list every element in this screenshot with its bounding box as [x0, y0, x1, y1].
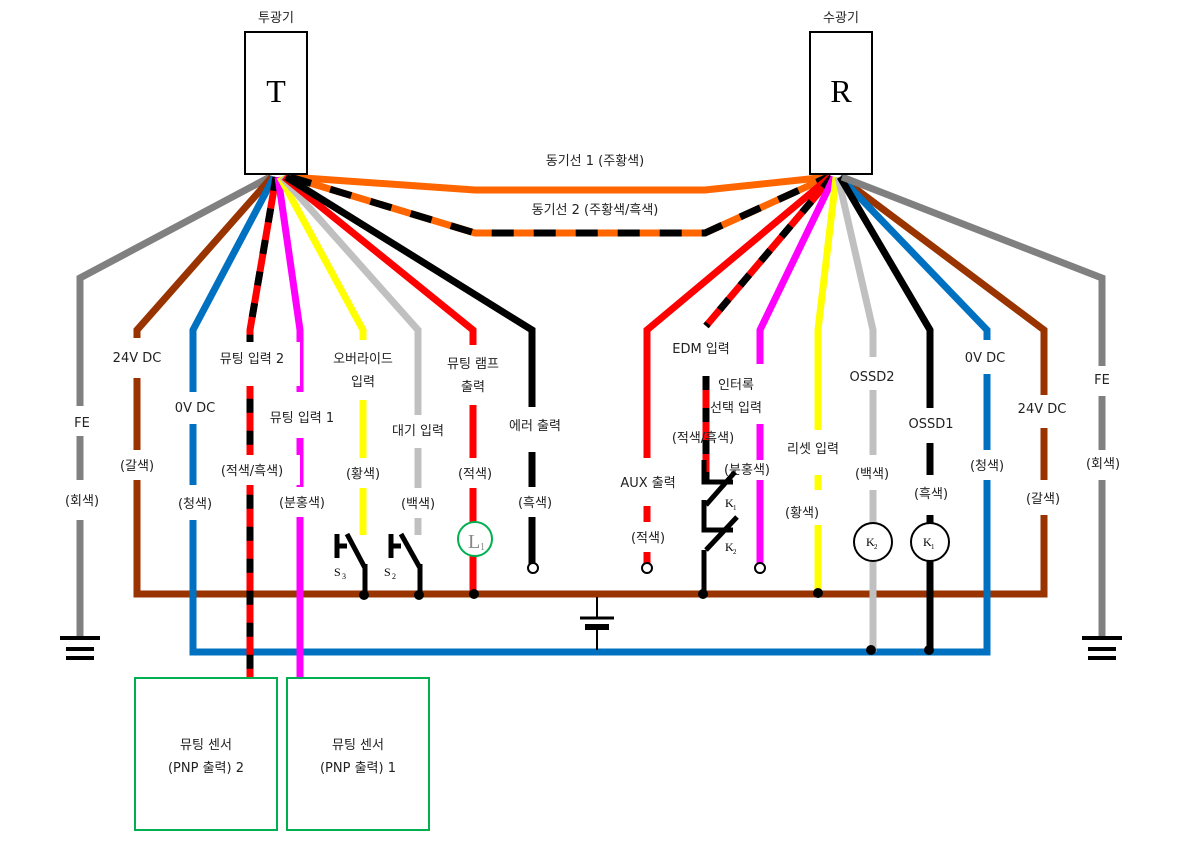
relay-k1: K 1 [910, 522, 950, 562]
label-muting-input-2-color: (적색/흑색) [221, 464, 283, 479]
junction-dots [359, 588, 934, 655]
relay-k1-label: K [923, 535, 932, 549]
ground-icon-left [60, 636, 100, 660]
label-fe-right-color: (회색) [1086, 457, 1120, 472]
label-fe-right: FE [1094, 373, 1110, 388]
emitter-unit: T [244, 31, 308, 175]
muting-lamp-l1: L 1 [457, 521, 493, 557]
label-edm-input-color: (적색/흑색) [672, 431, 734, 446]
relay-k1-sub: 1 [931, 543, 935, 551]
label-24v-right: 24V DC [1018, 402, 1067, 417]
receiver-wire-ossd2 [834, 176, 877, 652]
sensor-1-line2: (PNP 출력) 1 [320, 761, 396, 776]
label-override-1: 오버라이드 [333, 352, 393, 367]
emitter-wire-muting-lamp [281, 174, 477, 594]
edm-k1-sub: 1 [733, 504, 737, 512]
sensor-2-line1: 뮤팅 센서 [180, 738, 232, 753]
edm-k2-label: K [725, 540, 734, 554]
muting-sensor-1: 뮤팅 센서 (PNP 출력) 1 [286, 677, 430, 831]
label-standby-color: (백색) [401, 497, 435, 512]
receiver-title: 수광기 [823, 11, 859, 26]
ground-icon-right [1082, 636, 1122, 660]
label-24v-left: 24V DC [113, 351, 162, 366]
lamp-l1-sub: 1 [480, 542, 485, 553]
emitter-wire-standby [279, 174, 422, 535]
edm-contacts [701, 460, 739, 594]
edm-k2-sub: 2 [733, 548, 737, 556]
receiver-wire-interlock [756, 175, 838, 567]
label-ossd1-color: (흑색) [914, 487, 948, 502]
switch-s2-label: S [384, 565, 391, 579]
emitter-letter: T [266, 73, 286, 109]
receiver-unit: R [809, 31, 873, 175]
label-reset-input: 리셋 입력 [787, 442, 839, 457]
interlock-terminal [754, 562, 766, 574]
receiver-wire-reset [814, 176, 840, 594]
switch-s3 [334, 532, 368, 598]
lamp-l1-label: L [468, 531, 480, 553]
relay-k2: K 2 [853, 522, 893, 562]
emitter-wire-24v [133, 174, 1048, 598]
label-interlock-2: 선택 입력 [710, 401, 762, 416]
label-muting-input-1: 뮤팅 입력 1 [270, 411, 334, 426]
label-muting-lamp-color: (적색) [458, 467, 492, 482]
error-output-terminal [527, 562, 539, 574]
emitter-title: 투광기 [258, 11, 294, 26]
receiver-letter: R [830, 73, 852, 109]
label-24v-right-color: (갈색) [1026, 492, 1060, 507]
label-error-output-color: (흑색) [518, 496, 552, 511]
sync-line-1 [289, 173, 829, 194]
sync-line-2 [288, 173, 830, 237]
label-override-2: 입력 [351, 375, 375, 390]
label-0v-right-color: (청색) [970, 459, 1004, 474]
label-edm-input: EDM 입력 [672, 342, 730, 357]
label-fe-left: FE [74, 416, 90, 431]
label-0v-right: 0V DC [965, 351, 1005, 366]
edm-k1-label: K [725, 496, 734, 510]
relay-k2-label: K [866, 535, 875, 549]
label-0v-left: 0V DC [175, 401, 215, 416]
sync-line-2-label: 동기선 2 (주황색/흑색) [532, 203, 659, 218]
label-muting-lamp-2: 출력 [461, 380, 485, 395]
label-fe-left-color: (회색) [65, 494, 99, 509]
muting-sensor-2: 뮤팅 센서 (PNP 출력) 2 [134, 677, 278, 831]
label-muting-input-1-color: (분홍색) [279, 496, 325, 511]
power-supply-icon [580, 597, 614, 650]
label-muting-lamp-1: 뮤팅 램프 [447, 357, 499, 372]
sensor-1-line1: 뮤팅 센서 [332, 738, 384, 753]
label-aux-output: AUX 출력 [620, 476, 675, 491]
sensor-2-line2: (PNP 출력) 2 [168, 761, 244, 776]
label-24v-left-color: (갈색) [120, 459, 154, 474]
label-ossd2: OSSD2 [849, 370, 894, 385]
label-interlock-1: 인터록 [718, 378, 754, 393]
emitter-wire-muting-input-1 [274, 176, 304, 677]
label-error-output: 에러 출력 [509, 419, 561, 434]
label-override-color: (황색) [346, 467, 380, 482]
label-standby: 대기 입력 [392, 424, 444, 439]
relay-k2-sub: 2 [874, 543, 878, 551]
receiver-wire-fe [840, 173, 1106, 636]
emitter-wire-0v [189, 174, 991, 656]
label-gaps [50, 338, 1135, 552]
switch-s2-sub: 2 [392, 572, 396, 581]
label-ossd2-color: (백색) [855, 467, 889, 482]
label-ossd1: OSSD1 [908, 417, 953, 432]
switch-s3-label: S [334, 565, 341, 579]
emitter-wire-muting-input-2 [246, 176, 280, 677]
switch-s2 [388, 532, 423, 598]
switch-s3-sub: 3 [342, 572, 346, 581]
label-reset-input-color: (황색) [785, 506, 819, 521]
aux-output-terminal [641, 562, 653, 574]
sync-line-1-label: 동기선 1 (주황색) [546, 154, 644, 169]
label-aux-output-color: (적색) [631, 531, 665, 546]
label-0v-left-color: (청색) [178, 497, 212, 512]
label-muting-input-2: 뮤팅 입력 2 [220, 352, 284, 367]
